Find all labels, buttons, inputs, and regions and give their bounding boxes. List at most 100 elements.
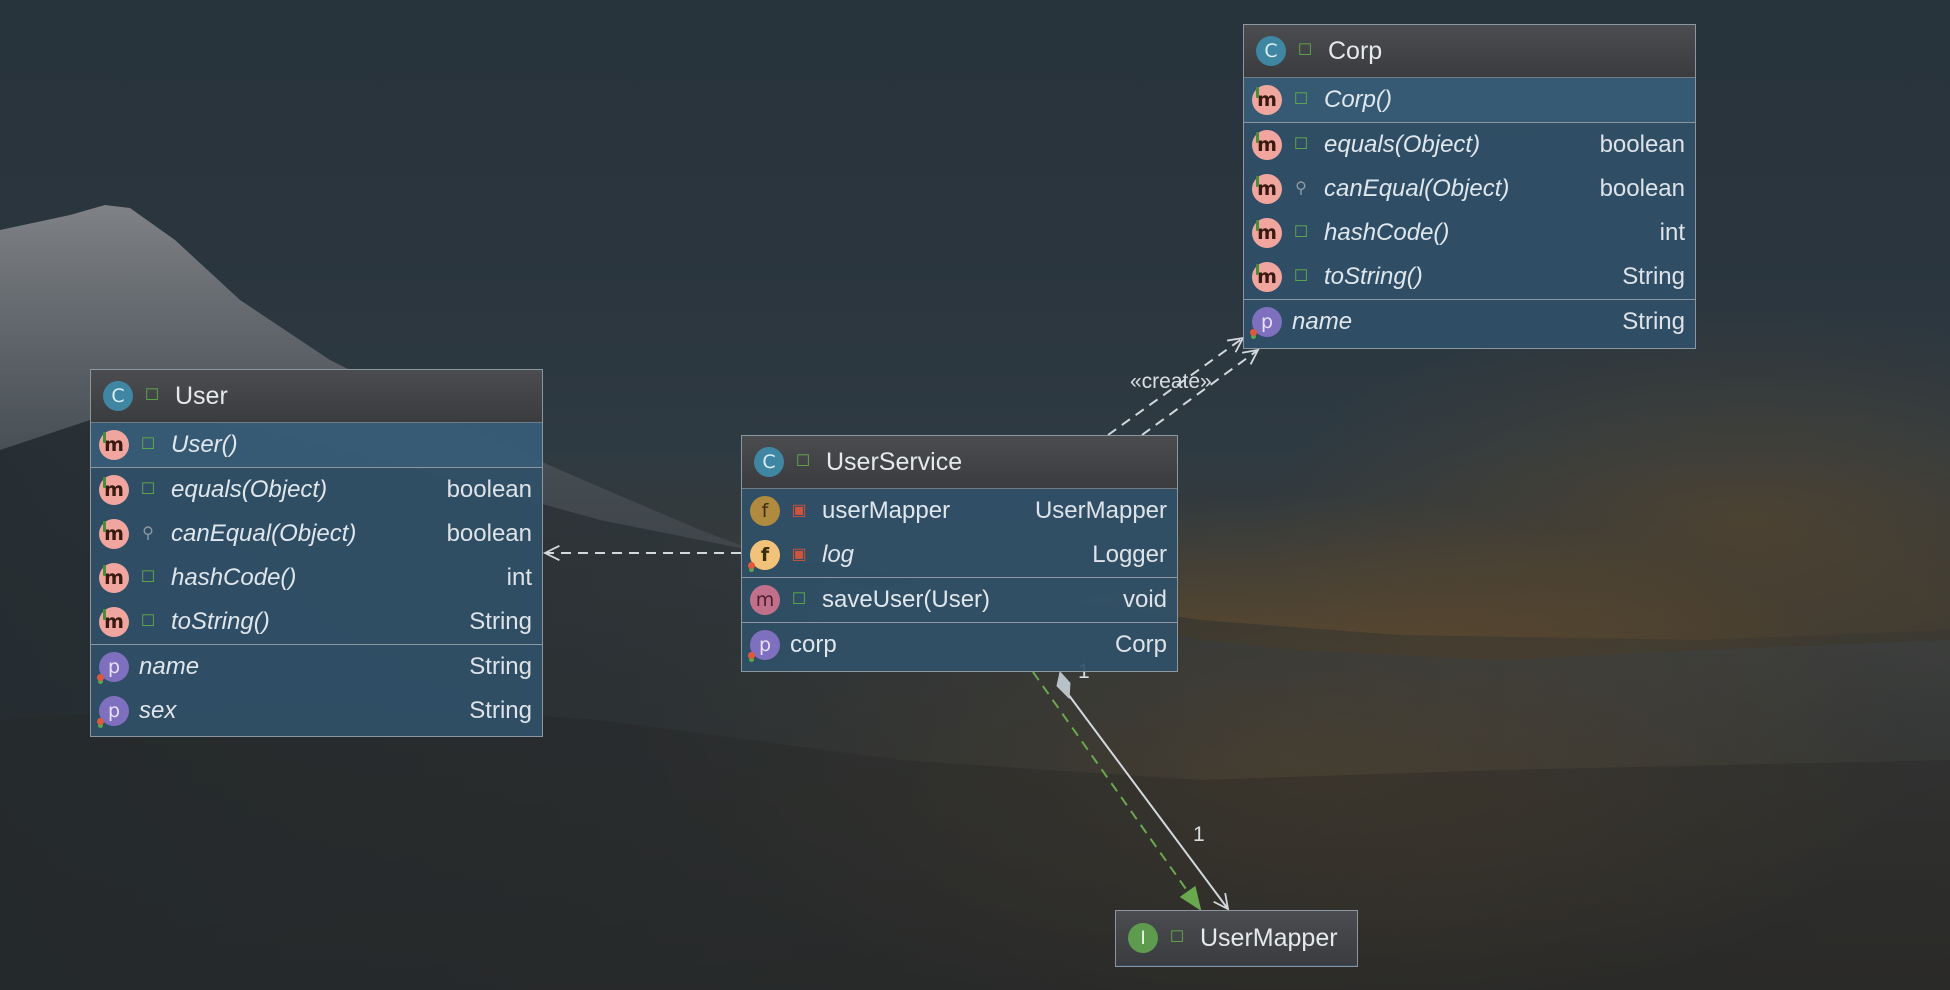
public-access-icon: ☐ bbox=[1297, 42, 1313, 59]
class-header[interactable]: C ☐ User bbox=[91, 370, 542, 423]
member-type: String bbox=[469, 653, 532, 680]
member-name: sex bbox=[139, 697, 177, 724]
property-row[interactable]: p name String bbox=[91, 645, 542, 689]
method-icon: m bbox=[99, 563, 129, 593]
field-row[interactable]: f ▣ log Logger bbox=[742, 533, 1177, 577]
member-type: int bbox=[1659, 219, 1685, 246]
interface-name: UserMapper bbox=[1200, 923, 1338, 952]
multiplicity-target: 1 bbox=[1193, 823, 1205, 846]
member-name: userMapper bbox=[822, 497, 951, 524]
method-row[interactable]: m ☐ equals(Object) boolean bbox=[91, 468, 542, 512]
member-type: boolean bbox=[1599, 131, 1685, 158]
property-row[interactable]: p corp Corp bbox=[742, 623, 1177, 667]
class-node-corp[interactable]: C ☐ Corp m ☐ Corp() m ☐ equals(Object) b… bbox=[1243, 24, 1696, 349]
member-type: Corp bbox=[1114, 631, 1167, 658]
method-row[interactable]: m ☐ toString() String bbox=[91, 600, 542, 644]
member-type: int bbox=[506, 564, 532, 591]
method-icon: m bbox=[1252, 85, 1282, 115]
member-type: boolean bbox=[446, 520, 532, 547]
member-name: toString() bbox=[1324, 263, 1423, 290]
public-access-icon: ☐ bbox=[791, 591, 807, 608]
create-edge-1 bbox=[1107, 338, 1243, 436]
class-icon: C bbox=[1256, 36, 1286, 66]
property-row[interactable]: p name String bbox=[1244, 300, 1695, 344]
member-type: UserMapper bbox=[1034, 497, 1167, 524]
member-type: String bbox=[1622, 263, 1685, 290]
constructor-row[interactable]: m ☐ User() bbox=[91, 423, 542, 467]
method-row[interactable]: m ☐ saveUser(User) void bbox=[742, 578, 1177, 622]
class-name: UserService bbox=[826, 447, 963, 476]
class-name: Corp bbox=[1328, 36, 1383, 65]
public-access-icon: ☐ bbox=[1293, 91, 1309, 108]
class-node-user[interactable]: C ☐ User m ☐ User() m ☐ equals(Object) b… bbox=[90, 369, 543, 737]
member-name: User() bbox=[171, 431, 238, 458]
field-icon: f bbox=[750, 496, 780, 526]
method-icon: m bbox=[99, 519, 129, 549]
member-name: corp bbox=[790, 631, 837, 658]
static-field-icon: f bbox=[748, 540, 780, 570]
public-access-icon: ☐ bbox=[144, 387, 160, 404]
method-row[interactable]: m ☐ hashCode() int bbox=[91, 556, 542, 600]
member-type: String bbox=[469, 608, 532, 635]
public-access-icon: ☐ bbox=[140, 481, 156, 498]
member-type: void bbox=[1122, 586, 1167, 613]
member-type: String bbox=[1622, 308, 1685, 335]
member-name: equals(Object) bbox=[1324, 131, 1481, 158]
public-access-icon: ☐ bbox=[140, 436, 156, 453]
method-icon: m bbox=[99, 607, 129, 637]
class-node-userservice[interactable]: C ☐ UserService f ▣ userMapper UserMappe… bbox=[741, 435, 1178, 672]
member-name: equals(Object) bbox=[171, 476, 328, 503]
member-type: boolean bbox=[1599, 175, 1685, 202]
property-icon: p bbox=[97, 652, 129, 682]
member-name: saveUser(User) bbox=[822, 586, 991, 613]
protected-access-icon: ⚲ bbox=[1295, 180, 1307, 197]
class-name: User bbox=[175, 381, 228, 410]
member-name: canEqual(Object) bbox=[171, 520, 357, 547]
method-icon: m bbox=[1252, 218, 1282, 248]
method-row[interactable]: m ☐ hashCode() int bbox=[1244, 211, 1695, 255]
property-icon: p bbox=[97, 696, 129, 726]
member-name: name bbox=[139, 653, 200, 680]
method-row[interactable]: m ☐ toString() String bbox=[1244, 255, 1695, 299]
public-access-icon: ☐ bbox=[140, 613, 156, 630]
interface-header[interactable]: I ☐ UserMapper bbox=[1116, 911, 1357, 965]
property-row[interactable]: p sex String bbox=[91, 689, 542, 733]
constructor-row[interactable]: m ☐ Corp() bbox=[1244, 78, 1695, 122]
member-type: String bbox=[469, 697, 532, 724]
aggregation-edge bbox=[1064, 689, 1228, 909]
member-type: Logger bbox=[1092, 541, 1167, 568]
member-name: name bbox=[1292, 308, 1353, 335]
method-icon: m bbox=[99, 430, 129, 460]
public-access-icon: ☐ bbox=[1293, 268, 1309, 285]
method-icon: m bbox=[1252, 262, 1282, 292]
create-edge-2 bbox=[1141, 350, 1258, 436]
class-icon: C bbox=[754, 447, 784, 477]
method-row[interactable]: m ⚲ canEqual(Object) boolean bbox=[91, 512, 542, 556]
method-row[interactable]: m ☐ equals(Object) boolean bbox=[1244, 123, 1695, 167]
member-name: hashCode() bbox=[171, 564, 297, 591]
member-name: canEqual(Object) bbox=[1324, 175, 1510, 202]
class-icon: C bbox=[103, 381, 133, 411]
member-name: log bbox=[822, 541, 855, 568]
interface-icon: I bbox=[1128, 923, 1158, 953]
member-name: toString() bbox=[171, 608, 270, 635]
class-header[interactable]: C ☐ Corp bbox=[1244, 25, 1695, 78]
realization-edge bbox=[1032, 671, 1202, 911]
method-row[interactable]: m ⚲ canEqual(Object) boolean bbox=[1244, 167, 1695, 211]
interface-node-usermapper[interactable]: I ☐ UserMapper bbox=[1115, 910, 1358, 967]
member-name: Corp() bbox=[1324, 86, 1393, 113]
public-access-icon: ☐ bbox=[1293, 136, 1309, 153]
property-icon: p bbox=[1250, 307, 1282, 337]
method-icon: m bbox=[750, 585, 780, 615]
class-header[interactable]: C ☐ UserService bbox=[742, 436, 1177, 489]
method-icon: m bbox=[1252, 174, 1282, 204]
private-access-icon: ▣ bbox=[791, 546, 807, 563]
protected-access-icon: ⚲ bbox=[142, 525, 154, 542]
field-row[interactable]: f ▣ userMapper UserMapper bbox=[742, 489, 1177, 533]
public-access-icon: ☐ bbox=[1169, 929, 1185, 946]
property-icon: p bbox=[748, 630, 780, 660]
private-access-icon: ▣ bbox=[791, 502, 807, 519]
public-access-icon: ☐ bbox=[795, 453, 811, 470]
aggregation-diamond bbox=[1056, 670, 1071, 700]
